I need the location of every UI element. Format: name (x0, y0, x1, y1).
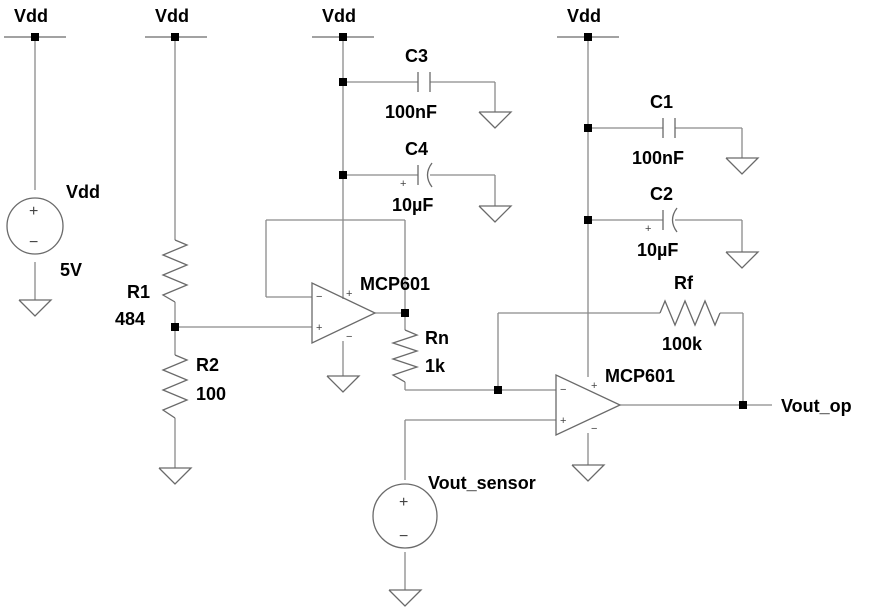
ground-icons (18, 111, 760, 607)
vdd-flag-3-label: Vdd (322, 6, 356, 26)
resistor-r2: R2 100 (161, 354, 226, 419)
rn-value: 1k (425, 356, 446, 376)
junction-dot (401, 309, 409, 317)
opamp2-inv-icon: − (560, 384, 566, 396)
source-plus-icon: + (29, 203, 38, 220)
ground-icon (388, 589, 423, 607)
ground-icon (478, 205, 513, 223)
rn-name: Rn (425, 328, 449, 348)
c1-name: C1 (650, 92, 673, 112)
vdd-flag-2: Vdd (145, 6, 207, 38)
opamp1-inv-icon: − (316, 291, 322, 303)
junction-dot (584, 216, 592, 224)
source-minus-icon: − (29, 234, 38, 251)
ground-icon (725, 251, 760, 269)
capacitor-c1: C1 100nF (632, 92, 684, 168)
vdd-flag-4: Vdd (557, 6, 619, 38)
junction-dot (339, 33, 347, 41)
c3-value: 100nF (385, 102, 437, 122)
sensor-minus-icon: − (399, 528, 408, 545)
capacitor-c2: + C2 10µF (637, 184, 678, 260)
vdd-flag-4-label: Vdd (567, 6, 601, 26)
ground-icon (18, 299, 53, 317)
ground-icon (478, 111, 513, 129)
c1-value: 100nF (632, 148, 684, 168)
vdd-flag-3: Vdd (312, 6, 374, 38)
wires (34, 37, 772, 590)
junction-dots (31, 33, 747, 409)
rf-value: 100k (662, 334, 703, 354)
opamp2-noninv-icon: + (560, 415, 566, 427)
resistor-rn: Rn 1k (390, 328, 449, 383)
r1-name: R1 (127, 282, 150, 302)
resistor-r1: R1 484 (115, 239, 189, 329)
vdd-flag-2-label: Vdd (155, 6, 189, 26)
junction-dot (171, 323, 179, 331)
voltage-source-sensor: + − Vout_sensor (372, 473, 536, 549)
vout-sensor-label: Vout_sensor (428, 473, 536, 493)
c4-value: 10µF (392, 195, 433, 215)
opamp1-name: MCP601 (360, 274, 430, 294)
ground-icon (158, 467, 193, 485)
r2-name: R2 (196, 355, 219, 375)
ground-icon (725, 157, 760, 175)
c2-value: 10µF (637, 240, 678, 260)
vdd-flag-1: Vdd (4, 6, 66, 38)
junction-dot (584, 124, 592, 132)
opamp2-name: MCP601 (605, 366, 675, 386)
junction-dot (339, 171, 347, 179)
resistor-rf: Rf 100k (659, 273, 721, 354)
rf-name: Rf (674, 273, 694, 293)
c3-name: C3 (405, 46, 428, 66)
sensor-plus-icon: + (399, 494, 408, 511)
opamp2-vminus-icon: − (591, 423, 597, 435)
vdd-flag-1-label: Vdd (14, 6, 48, 26)
opamp-2: − + + − MCP601 (555, 366, 675, 437)
opamp1-vminus-icon: − (346, 331, 352, 343)
junction-dot (171, 33, 179, 41)
capacitor-c4: + C4 10µF (392, 139, 433, 215)
source-vdd-name: Vdd (66, 182, 100, 202)
ground-icon (326, 375, 361, 393)
r1-value: 484 (115, 309, 145, 329)
junction-dot (739, 401, 747, 409)
c4-name: C4 (405, 139, 428, 159)
capacitor-c3: C3 100nF (385, 46, 437, 122)
opamp2-vplus-icon: + (591, 380, 597, 392)
c2-plus-icon: + (645, 223, 651, 235)
junction-dot (584, 33, 592, 41)
c4-plus-icon: + (400, 178, 406, 190)
c2-name: C2 (650, 184, 673, 204)
junction-dot (494, 386, 502, 394)
source-vdd-value: 5V (60, 260, 82, 280)
ground-icon (571, 464, 606, 482)
opamp-1: − + + − MCP601 (311, 274, 430, 345)
opamp1-vplus-icon: + (346, 288, 352, 300)
r2-value: 100 (196, 384, 226, 404)
junction-dot (31, 33, 39, 41)
junction-dot (339, 78, 347, 86)
voltage-source-vdd: + − Vdd 5V (6, 182, 100, 280)
opamp1-noninv-icon: + (316, 322, 322, 334)
vout-op-label: Vout_op (781, 396, 852, 416)
